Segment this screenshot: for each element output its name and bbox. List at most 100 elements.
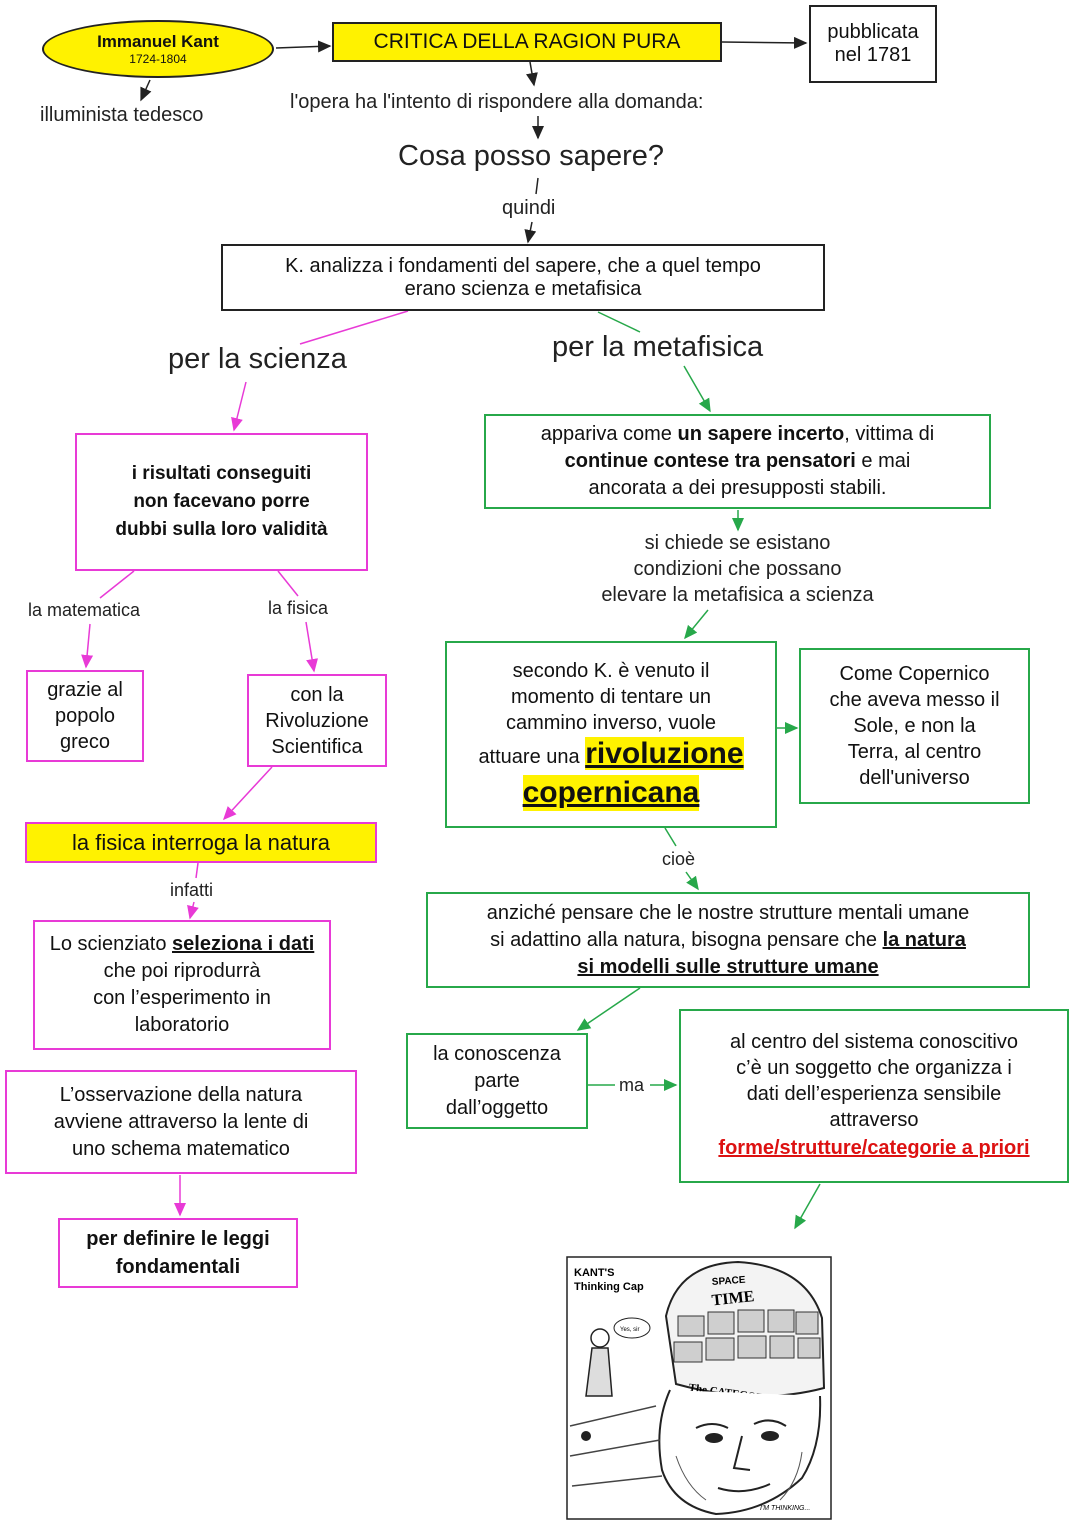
copernicus-line5: dell'universo	[859, 767, 970, 789]
cap-title-2: Thinking Cap	[574, 1281, 644, 1293]
link-quindi: quindi	[502, 197, 556, 219]
knowledge-line1: la conoscenza	[433, 1042, 561, 1065]
science-heading: per la scienza	[168, 343, 347, 375]
uncertain-bold1: un sapere incerto	[677, 423, 845, 445]
k-line4-pre: attuare una	[478, 746, 586, 768]
subject-line1: al centro del sistema conoscitivo	[730, 1031, 1018, 1053]
kant-ellipse: Immanuel Kant 1724-1804	[42, 20, 274, 78]
science-results-box: i risultati conseguiti non facevano porr…	[75, 433, 368, 571]
subject-line3: dati dell’esperienza sensibile	[746, 1083, 1002, 1105]
instead-line2-pre: si adattino alla natura, bisogna pensare…	[490, 928, 883, 951]
link-mathematics: la matematica	[28, 600, 141, 620]
arrow-kant-to-work	[275, 40, 332, 53]
arrow-subject-to-illustration	[794, 1183, 821, 1230]
arrow-instead-to-knowledge	[576, 987, 641, 1031]
line-k-to-cioe	[664, 827, 677, 847]
line-foundations-to-metaphysics	[597, 311, 641, 333]
metaphysics-heading: per la metafisica	[552, 331, 764, 363]
scientist-pre: Lo scienziato	[49, 933, 173, 955]
arrow-physics-to-revolution	[305, 621, 318, 673]
asks-text: si chiede se esistano condizioni che pos…	[560, 530, 915, 608]
uncertain-line3: ancorata a dei presupposti stabili.	[588, 477, 887, 499]
copernicus-box: Come Copernico che aveva messo il Sole, …	[799, 648, 1030, 804]
knowledge-line2: parte	[474, 1069, 520, 1092]
link-physics: la fisica	[268, 598, 329, 618]
copernicus-line3: Sole, e non la	[853, 715, 976, 737]
subject-line4: attraverso	[829, 1109, 919, 1131]
intent-text: l'opera ha l'intento di rispondere alla …	[290, 91, 704, 113]
results-line2: non facevano porre	[133, 491, 310, 512]
cap-bubble2: I'M THINKING...	[760, 1505, 810, 1512]
observation-line3: uno schema matematico	[72, 1137, 290, 1160]
author-description: illuminista tedesco	[40, 104, 204, 126]
author-name: Immanuel Kant	[97, 32, 219, 51]
question-text: Cosa posso sapere?	[398, 140, 664, 172]
kant-thinking-cap-illustration: KANT'S Thinking Cap SPACE TIME The CATEG…	[566, 1256, 832, 1520]
greek-line3: greco	[59, 731, 111, 753]
greek-box: grazie al popolo greco	[26, 670, 144, 762]
arrow-revolution-to-physics-asks	[222, 766, 273, 821]
arrow-science-to-results	[231, 381, 247, 432]
copernican-box: secondo K. è venuto il momento di tentar…	[445, 641, 777, 828]
arrow-quindi-to-foundations	[524, 221, 537, 244]
arrow-work-to-intent	[526, 61, 538, 87]
arrow-infatti-to-scientist	[187, 901, 199, 920]
scientist-post2: con l’esperimento in	[93, 987, 271, 1009]
foundations-box: K. analizza i fondamenti del sapere, che…	[221, 244, 825, 311]
greek-line1: grazie al	[47, 679, 123, 701]
uncertain-box: appariva come un sapere incerto, vittima…	[484, 414, 991, 509]
instead-line1: anziché pensare che le nostre strutture …	[486, 901, 970, 924]
revolution-box: con la Rivoluzione Scientifica	[247, 674, 387, 767]
arrow-kant-to-desc	[140, 79, 152, 102]
cap-title-1: KANT'S	[574, 1267, 615, 1279]
copernican-highlight1: rivoluzione	[585, 737, 744, 770]
physics-asks: la fisica interroga la natura	[71, 829, 331, 855]
arrow-asks-to-k	[684, 609, 709, 640]
work-title: CRITICA DELLA RAGION PURA	[373, 30, 681, 53]
knowledge-box: la conoscenza parte dall’oggetto	[406, 1033, 588, 1129]
k-line3: cammino inverso, vuole	[505, 712, 717, 734]
scientist-post1: che poi riprodurrà	[103, 960, 261, 982]
author-dates: 1724-1804	[129, 52, 187, 66]
cap-bubble1: Yes, sir	[620, 1327, 639, 1333]
arrow-metaphysics-to-uncertain	[683, 365, 711, 413]
revolution-line1: con la	[290, 683, 344, 706]
cap-space: SPACE	[711, 1275, 746, 1288]
instead-bold1: la natura	[882, 928, 966, 951]
line-results-to-math	[99, 570, 135, 599]
published-box: pubblicata nel 1781	[809, 5, 937, 83]
uncertain-pre: appariva come	[540, 423, 678, 445]
published-line2: nel 1781	[834, 44, 912, 66]
subject-line2: c’è un soggetto che organizza i	[736, 1057, 1012, 1079]
k-line1: secondo K. è venuto il	[512, 660, 710, 682]
work-title-box: CRITICA DELLA RAGION PURA	[332, 22, 722, 62]
arrow-work-to-published	[721, 36, 808, 49]
line-foundations-to-science	[299, 310, 409, 345]
revolution-line3: Scientifica	[271, 735, 363, 758]
line-results-to-physics	[277, 570, 299, 597]
foundations-line2: erano scienza e metafisica	[404, 277, 642, 300]
scientist-post3: laboratorio	[134, 1014, 230, 1036]
copernicus-line4: Terra, al centro	[847, 741, 982, 763]
subject-box: al centro del sistema conoscitivo c’è un…	[679, 1009, 1069, 1183]
greek-line2: popolo	[54, 705, 116, 727]
uncertain-post: e mai	[855, 450, 911, 472]
uncertain-bold2: continue contese tra pensatori	[564, 450, 856, 472]
laws-line1: per definire le leggi	[86, 1228, 270, 1250]
copernicus-line1: Come Copernico	[839, 663, 990, 685]
scientist-bold: seleziona i dati	[172, 933, 315, 955]
copernican-highlight2: copernicana	[522, 775, 700, 811]
laws-box: per definire le leggi fondamentali	[58, 1218, 298, 1288]
laws-line2: fondamentali	[115, 1256, 241, 1278]
foundations-line1: K. analizza i fondamenti del sapere, che…	[285, 254, 761, 277]
knowledge-line3: dall’oggetto	[445, 1096, 549, 1119]
observation-line2: avviene attraverso la lente di	[53, 1110, 309, 1133]
revolution-line2: Rivoluzione	[265, 709, 369, 732]
asks-line3: elevare la metafisica a scienza	[601, 584, 874, 606]
instead-bold2: si modelli sulle strutture umane	[577, 955, 879, 978]
observation-box: L’osservazione della natura avviene attr…	[5, 1070, 357, 1174]
link-cioe: cioè	[662, 849, 696, 869]
copernicus-line2: che aveva messo il	[829, 689, 1000, 711]
line-question-to-quindi	[535, 177, 539, 195]
